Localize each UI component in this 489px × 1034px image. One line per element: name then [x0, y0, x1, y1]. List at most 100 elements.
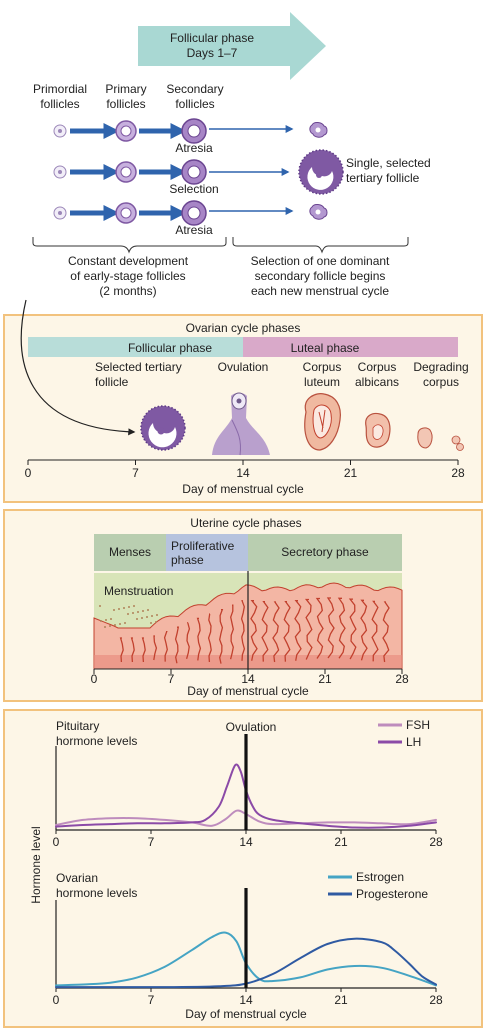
- follicle-column-headers: Primordial follicles Primary follicles S…: [33, 82, 224, 111]
- shed-tissue-dot: [109, 625, 111, 627]
- uterine-gland: [272, 601, 280, 663]
- shed-tissue-dot: [105, 619, 107, 621]
- uterine-gland: [371, 600, 379, 662]
- primordial-header: Primordial: [33, 82, 87, 96]
- oocyte-icon: [187, 165, 201, 179]
- uterine-gland: [185, 622, 191, 659]
- ovarian-follicular-bar: [28, 337, 243, 357]
- shed-tissue-dot: [99, 605, 101, 607]
- caption-right-line3: each new menstrual cycle: [251, 284, 389, 298]
- shed-tissue-dot: [155, 621, 157, 623]
- stage-corpus-albicans-label: Corpus: [358, 360, 397, 374]
- shed-tissue-dot: [137, 611, 139, 613]
- shed-tissue-dot: [128, 606, 130, 608]
- ovarian-title: Ovarian cycle phases: [186, 321, 301, 335]
- follicular-phase-arrow: Follicular phase Days 1–7: [138, 12, 326, 80]
- uterine-gland: [261, 600, 269, 662]
- uterine-axis-ticks: 0 7 14 21 28: [91, 669, 409, 686]
- shed-tissue-dot: [141, 617, 143, 619]
- caption-left-line3: (2 months): [99, 284, 156, 298]
- uterine-gland: [348, 598, 357, 660]
- shed-tissue-dot: [127, 613, 129, 615]
- row1-fate-label: Atresia: [175, 141, 213, 155]
- uterine-gland: [382, 601, 390, 663]
- atretic-follicle-icon: [309, 122, 328, 138]
- ovarian-axis-tick-label: 28: [451, 466, 465, 480]
- uterine-gland: [141, 637, 146, 663]
- ovarian-axis-label: Day of menstrual cycle: [182, 482, 304, 496]
- corpus-albicans-illustration: [365, 412, 391, 448]
- shed-tissue-dot: [147, 609, 149, 611]
- uterine-gland: [360, 599, 368, 661]
- stage-degrading-corpus-label: Degrading: [413, 360, 468, 374]
- hormone-panel: [3, 709, 483, 1028]
- shed-tissue-dot: [119, 623, 121, 625]
- uterine-gland: [174, 626, 180, 664]
- caption-right-line1: Selection of one dominant: [251, 254, 390, 268]
- shed-tissue-dot: [132, 612, 134, 614]
- uterine-gland: [326, 597, 335, 659]
- uterine-axis-tick-label: 7: [168, 672, 175, 686]
- stage-degrading-corpus-label-2: corpus: [423, 375, 459, 389]
- ovarian-hormone-title-2: hormone levels: [56, 886, 137, 900]
- uterine-gland: [130, 637, 135, 663]
- ovarian-chart-tick-label: 28: [429, 993, 443, 1007]
- series-line-progesterone: [55, 937, 437, 989]
- uterine-gland: [250, 600, 258, 661]
- uterine-axis-tick-label: 0: [91, 672, 98, 686]
- uterine-gland: [294, 600, 302, 661]
- shed-tissue-dot: [133, 605, 135, 607]
- ovarian-luteal-label: Luteal phase: [291, 341, 360, 355]
- row2-fate-label: Selection: [169, 182, 218, 196]
- selected-follicle-label: Single, selected: [346, 156, 431, 170]
- oocyte-icon: [120, 166, 132, 178]
- caption-right-line2: secondary follicle begins: [255, 269, 386, 283]
- pituitary-chart-tick-label: 14: [239, 835, 253, 849]
- ovarian-chart-tick-label: 21: [334, 993, 348, 1007]
- stage-ovulation-label: Ovulation: [218, 360, 269, 374]
- selected-follicle-label-2: tertiary follicle: [346, 171, 420, 185]
- shed-tissue-dot: [118, 608, 120, 610]
- atretic-follicle-icon: [309, 204, 328, 220]
- shed-tissue-dot: [124, 622, 126, 624]
- pituitary-chart-tick-label: 0: [53, 835, 60, 849]
- caption-selection: Selection of one dominant secondary foll…: [251, 254, 390, 298]
- oocyte-icon: [58, 129, 62, 133]
- uterine-gland: [219, 608, 224, 664]
- oocyte-icon: [58, 170, 62, 174]
- stage-corpus-luteum-label: Corpus: [303, 360, 342, 374]
- ovarian-chart-tick-label: 0: [53, 993, 60, 1007]
- pituitary-chart-tick-label: 7: [148, 835, 155, 849]
- selection-to-ovary-arrow: [20, 299, 136, 436]
- caption-left-line2: of early-stage follicles: [70, 269, 185, 283]
- uterine-gland: [240, 600, 246, 661]
- series-line-lh: [55, 763, 437, 829]
- uterine-axis-tick-label: 28: [395, 672, 409, 686]
- stage-corpus-albicans-label-2: albicans: [355, 375, 399, 389]
- menstruation-label: Menstruation: [104, 584, 173, 598]
- follicle-row: [53, 200, 328, 226]
- uterine-gland: [337, 597, 346, 659]
- legend-label-fsh: FSH: [406, 718, 430, 732]
- phase-arrow-title: Follicular phase: [170, 31, 254, 45]
- shed-tissue-dot: [110, 618, 112, 620]
- proliferative-label-2: phase: [171, 553, 204, 567]
- legend-label-lh: LH: [406, 735, 421, 749]
- degrading-corpus-illustration: [417, 427, 464, 451]
- uterine-axis-tick-label: 21: [318, 672, 332, 686]
- uterine-gland: [207, 613, 212, 663]
- hormone-y-axis-label: Hormone level: [29, 826, 43, 903]
- shed-tissue-dot: [142, 610, 144, 612]
- ovulation-label: Ovulation: [226, 720, 277, 734]
- oocyte-icon: [187, 206, 201, 220]
- ovarian-axis-tick-label: 21: [344, 466, 358, 480]
- shed-tissue-dot: [113, 609, 115, 611]
- ovulation-illustration: [212, 392, 270, 456]
- shed-tissue-dot: [146, 616, 148, 618]
- shed-tissue-dot: [150, 622, 152, 624]
- primordial-header-2: follicles: [40, 97, 79, 111]
- uterine-axis-tick-label: 14: [241, 672, 255, 686]
- oocyte-icon: [58, 211, 62, 215]
- stage-selected-label: Selected tertiary: [95, 360, 182, 374]
